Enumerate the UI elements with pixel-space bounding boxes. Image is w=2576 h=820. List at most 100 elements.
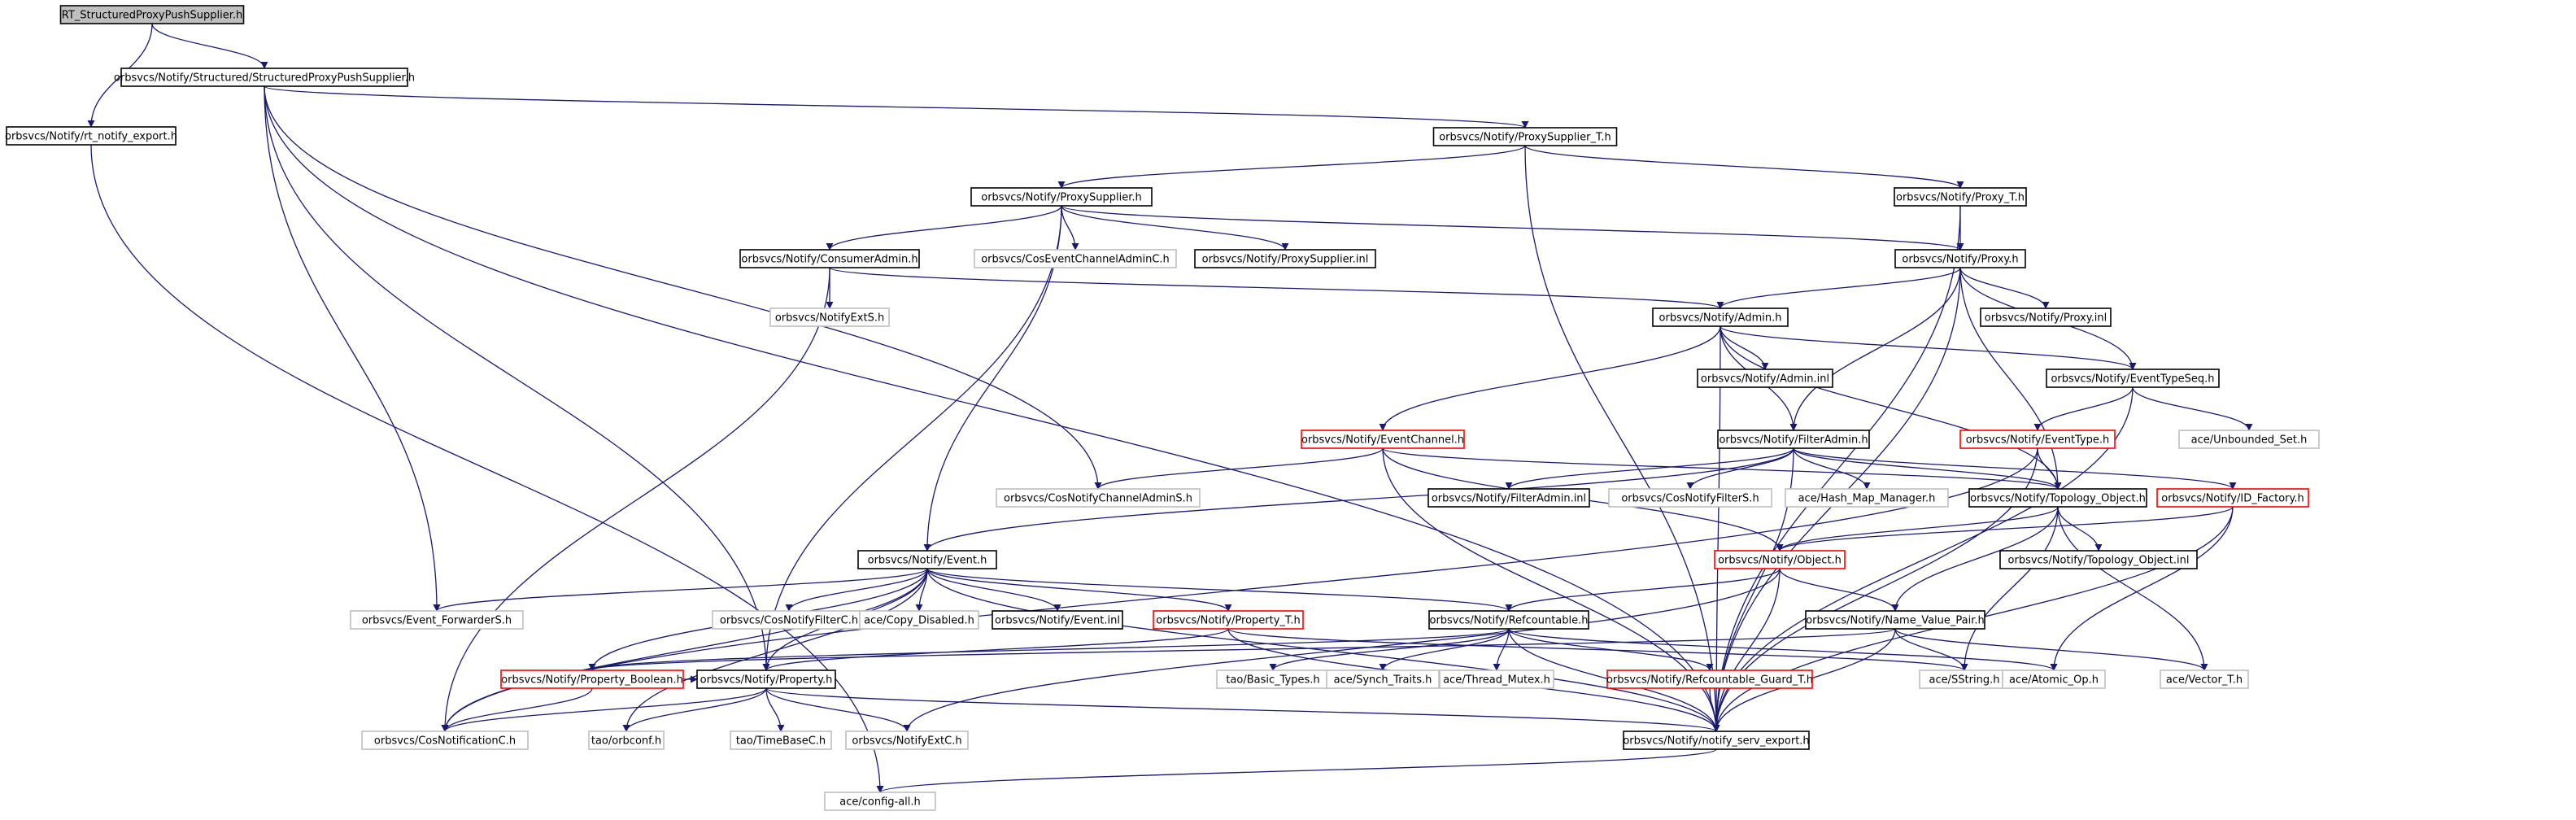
node-proxyinl[interactable]: orbsvcs/Notify/Proxy.inl <box>1980 308 2112 327</box>
node-box <box>974 249 1177 268</box>
node-fa[interactable]: orbsvcs/Notify/FilterAdmin.h <box>1717 430 1870 449</box>
node-box <box>588 731 665 750</box>
edge-ps-to-cecac <box>1061 205 1079 251</box>
node-label: ace/Thread_Mutex.h <box>1443 674 1550 687</box>
edge-ec-to-cncas <box>1094 447 1384 490</box>
node-label: orbsvcs/Notify/rt_notify_export.h <box>5 131 177 143</box>
node-box <box>1194 249 1376 268</box>
node-label: orbsvcs/Event_ForwarderS.h <box>362 615 512 627</box>
node-event[interactable]: orbsvcs/Notify/Event.h <box>857 550 997 569</box>
node-proxy[interactable]: orbsvcs/Notify/Proxy.h <box>1894 249 2026 268</box>
node-idf[interactable]: orbsvcs/Notify/ID_Factory.h <box>2156 488 2309 508</box>
node-et[interactable]: orbsvcs/Notify/EventType.h <box>1959 430 2116 449</box>
node-propt[interactable]: orbsvcs/Notify/Property_T.h <box>1153 610 1304 630</box>
node-label: orbsvcs/NotifyExtS.h <box>775 312 884 325</box>
dependency-nodes: RT_StructuredProxyPushSupplier.h orbsvcs/… <box>5 5 2320 811</box>
node-rtexp[interactable]: orbsvcs/Notify/rt_notify_export.h <box>5 126 177 146</box>
node-label: orbsvcs/CosNotifyChannelAdminS.h <box>1004 493 1192 505</box>
edge-ref-to-tm <box>1493 628 1510 671</box>
node-box <box>1999 550 2198 569</box>
edge-topo-to-topoinl <box>2057 506 2103 552</box>
node-ps[interactable]: orbsvcs/Notify/ProxySupplier.h <box>970 187 1153 207</box>
edge-root-to-spps <box>151 23 268 69</box>
edge-event-to-cnc <box>441 568 928 732</box>
node-box <box>2046 369 2220 388</box>
edge-ps-to-psinl <box>1061 205 1289 251</box>
node-box <box>857 550 997 569</box>
node-ca[interactable]: orbsvcs/Notify/ConsumerAdmin.h <box>739 249 920 268</box>
node-tbc: tao/TimeBaseC.h <box>730 731 832 750</box>
edge-fa-to-hmm <box>1793 447 1871 490</box>
edge-event-to-cnfc <box>785 568 928 612</box>
node-box <box>992 610 1123 630</box>
node-topoinl[interactable]: orbsvcs/Notify/Topology_Object.inl <box>1999 550 2198 569</box>
node-obj[interactable]: orbsvcs/Notify/Object.h <box>1714 550 1846 569</box>
node-label: orbsvcs/Notify/Structured/StructuredProx… <box>114 72 415 85</box>
node-box <box>500 670 684 689</box>
node-fainl[interactable]: orbsvcs/Notify/FilterAdmin.inl <box>1427 488 1590 508</box>
node-spps[interactable]: orbsvcs/Notify/Structured/StructuredProx… <box>114 68 415 87</box>
edge-admin-to-ets <box>1720 325 2137 370</box>
node-root[interactable]: RT_StructuredProxyPushSupplier.h <box>59 5 245 24</box>
node-label: RT_StructuredProxyPushSupplier.h <box>62 10 242 22</box>
edge-ref-to-rgt <box>1508 628 1714 671</box>
node-box <box>59 5 245 24</box>
node-prop[interactable]: orbsvcs/Notify/Property.h <box>696 670 836 689</box>
node-pst[interactable]: orbsvcs/Notify/ProxySupplier_T.h <box>1432 127 1618 146</box>
node-cfg: ace/config-all.h <box>824 792 936 811</box>
node-box <box>1805 610 1985 630</box>
edge-obj-to-nse <box>1712 568 1781 732</box>
edge-idf-to-aop <box>2050 506 2234 671</box>
node-box <box>1301 430 1465 449</box>
node-label: orbsvcs/Notify/Proxy.inl <box>1985 312 2107 325</box>
node-label: orbsvcs/Notify/Refcountable.h <box>1429 615 1588 627</box>
edge-prop-to-cnc <box>441 687 767 732</box>
node-label: orbsvcs/Notify/ConsumerAdmin.h <box>741 254 918 266</box>
edge-ps-to-ca <box>826 205 1062 251</box>
edge-prop-to-tbc <box>765 687 785 732</box>
node-eventinl[interactable]: orbsvcs/Notify/Event.inl <box>992 610 1123 630</box>
node-pt[interactable]: orbsvcs/Notify/Proxy_T.h <box>1894 187 2027 207</box>
node-label: ace/Copy_Disabled.h <box>864 615 974 627</box>
edge-topo-to-sstr <box>1960 506 2059 671</box>
edge-ref-to-tbt <box>1269 628 1510 671</box>
node-label: orbsvcs/Notify/EventType.h <box>1966 434 2110 447</box>
node-label: orbsvcs/Notify/ProxySupplier_T.h <box>1439 132 1611 144</box>
node-psinl[interactable]: orbsvcs/Notify/ProxySupplier.inl <box>1194 249 1376 268</box>
node-sstr: ace/SString.h <box>1919 670 2010 689</box>
node-rgt[interactable]: orbsvcs/Notify/Refcountable_Guard_T.h <box>1606 670 1813 689</box>
edge-ref-to-st <box>1379 628 1510 671</box>
node-topo[interactable]: orbsvcs/Notify/Topology_Object.h <box>1968 488 2147 508</box>
edge-ets-to-ubs <box>2132 386 2253 431</box>
node-admin[interactable]: orbsvcs/Notify/Admin.h <box>1652 308 1789 327</box>
edge-proxy-to-topo <box>1959 267 2062 490</box>
node-admininl[interactable]: orbsvcs/Notify/Admin.inl <box>1697 369 1833 388</box>
node-nse[interactable]: orbsvcs/Notify/notify_serv_export.h <box>1623 731 1810 750</box>
edge-ets-to-et <box>2033 386 2134 431</box>
node-ec[interactable]: orbsvcs/Notify/EventChannel.h <box>1301 430 1465 449</box>
edge-admin-to-ec <box>1379 325 1721 431</box>
edge-event-to-eventinl <box>926 568 1061 612</box>
edge-ref-to-propb <box>588 628 1510 671</box>
node-label: orbsvcs/Notify/Property_Boolean.h <box>501 674 683 687</box>
edge-proxy-to-fa <box>1789 267 1961 431</box>
node-nvp[interactable]: orbsvcs/Notify/Name_Value_Pair.h <box>1805 610 1985 630</box>
node-box <box>1428 610 1589 630</box>
edge-pst-to-ps <box>1057 145 1526 189</box>
node-box <box>1153 610 1304 630</box>
edge-admin-to-nse <box>1712 325 1721 732</box>
node-box <box>2160 670 2249 689</box>
node-label: ace/Synch_Traits.h <box>1334 674 1432 687</box>
node-label: ace/Hash_Map_Manager.h <box>1798 493 1936 505</box>
node-label: orbsvcs/Notify/FilterAdmin.inl <box>1432 493 1586 505</box>
node-box <box>970 187 1153 207</box>
node-ref[interactable]: orbsvcs/Notify/Refcountable.h <box>1428 610 1589 630</box>
node-box <box>2002 670 2106 689</box>
node-propb[interactable]: orbsvcs/Notify/Property_Boolean.h <box>500 670 684 689</box>
node-orbconf: tao/orbconf.h <box>588 731 665 750</box>
edge-event-to-efs <box>433 568 928 612</box>
node-ets[interactable]: orbsvcs/Notify/EventTypeSeq.h <box>2046 369 2220 388</box>
node-cnc: orbsvcs/CosNotificationC.h <box>361 731 529 750</box>
edge-event-to-propt <box>926 568 1232 612</box>
edge-spps-to-nse <box>264 85 1720 732</box>
